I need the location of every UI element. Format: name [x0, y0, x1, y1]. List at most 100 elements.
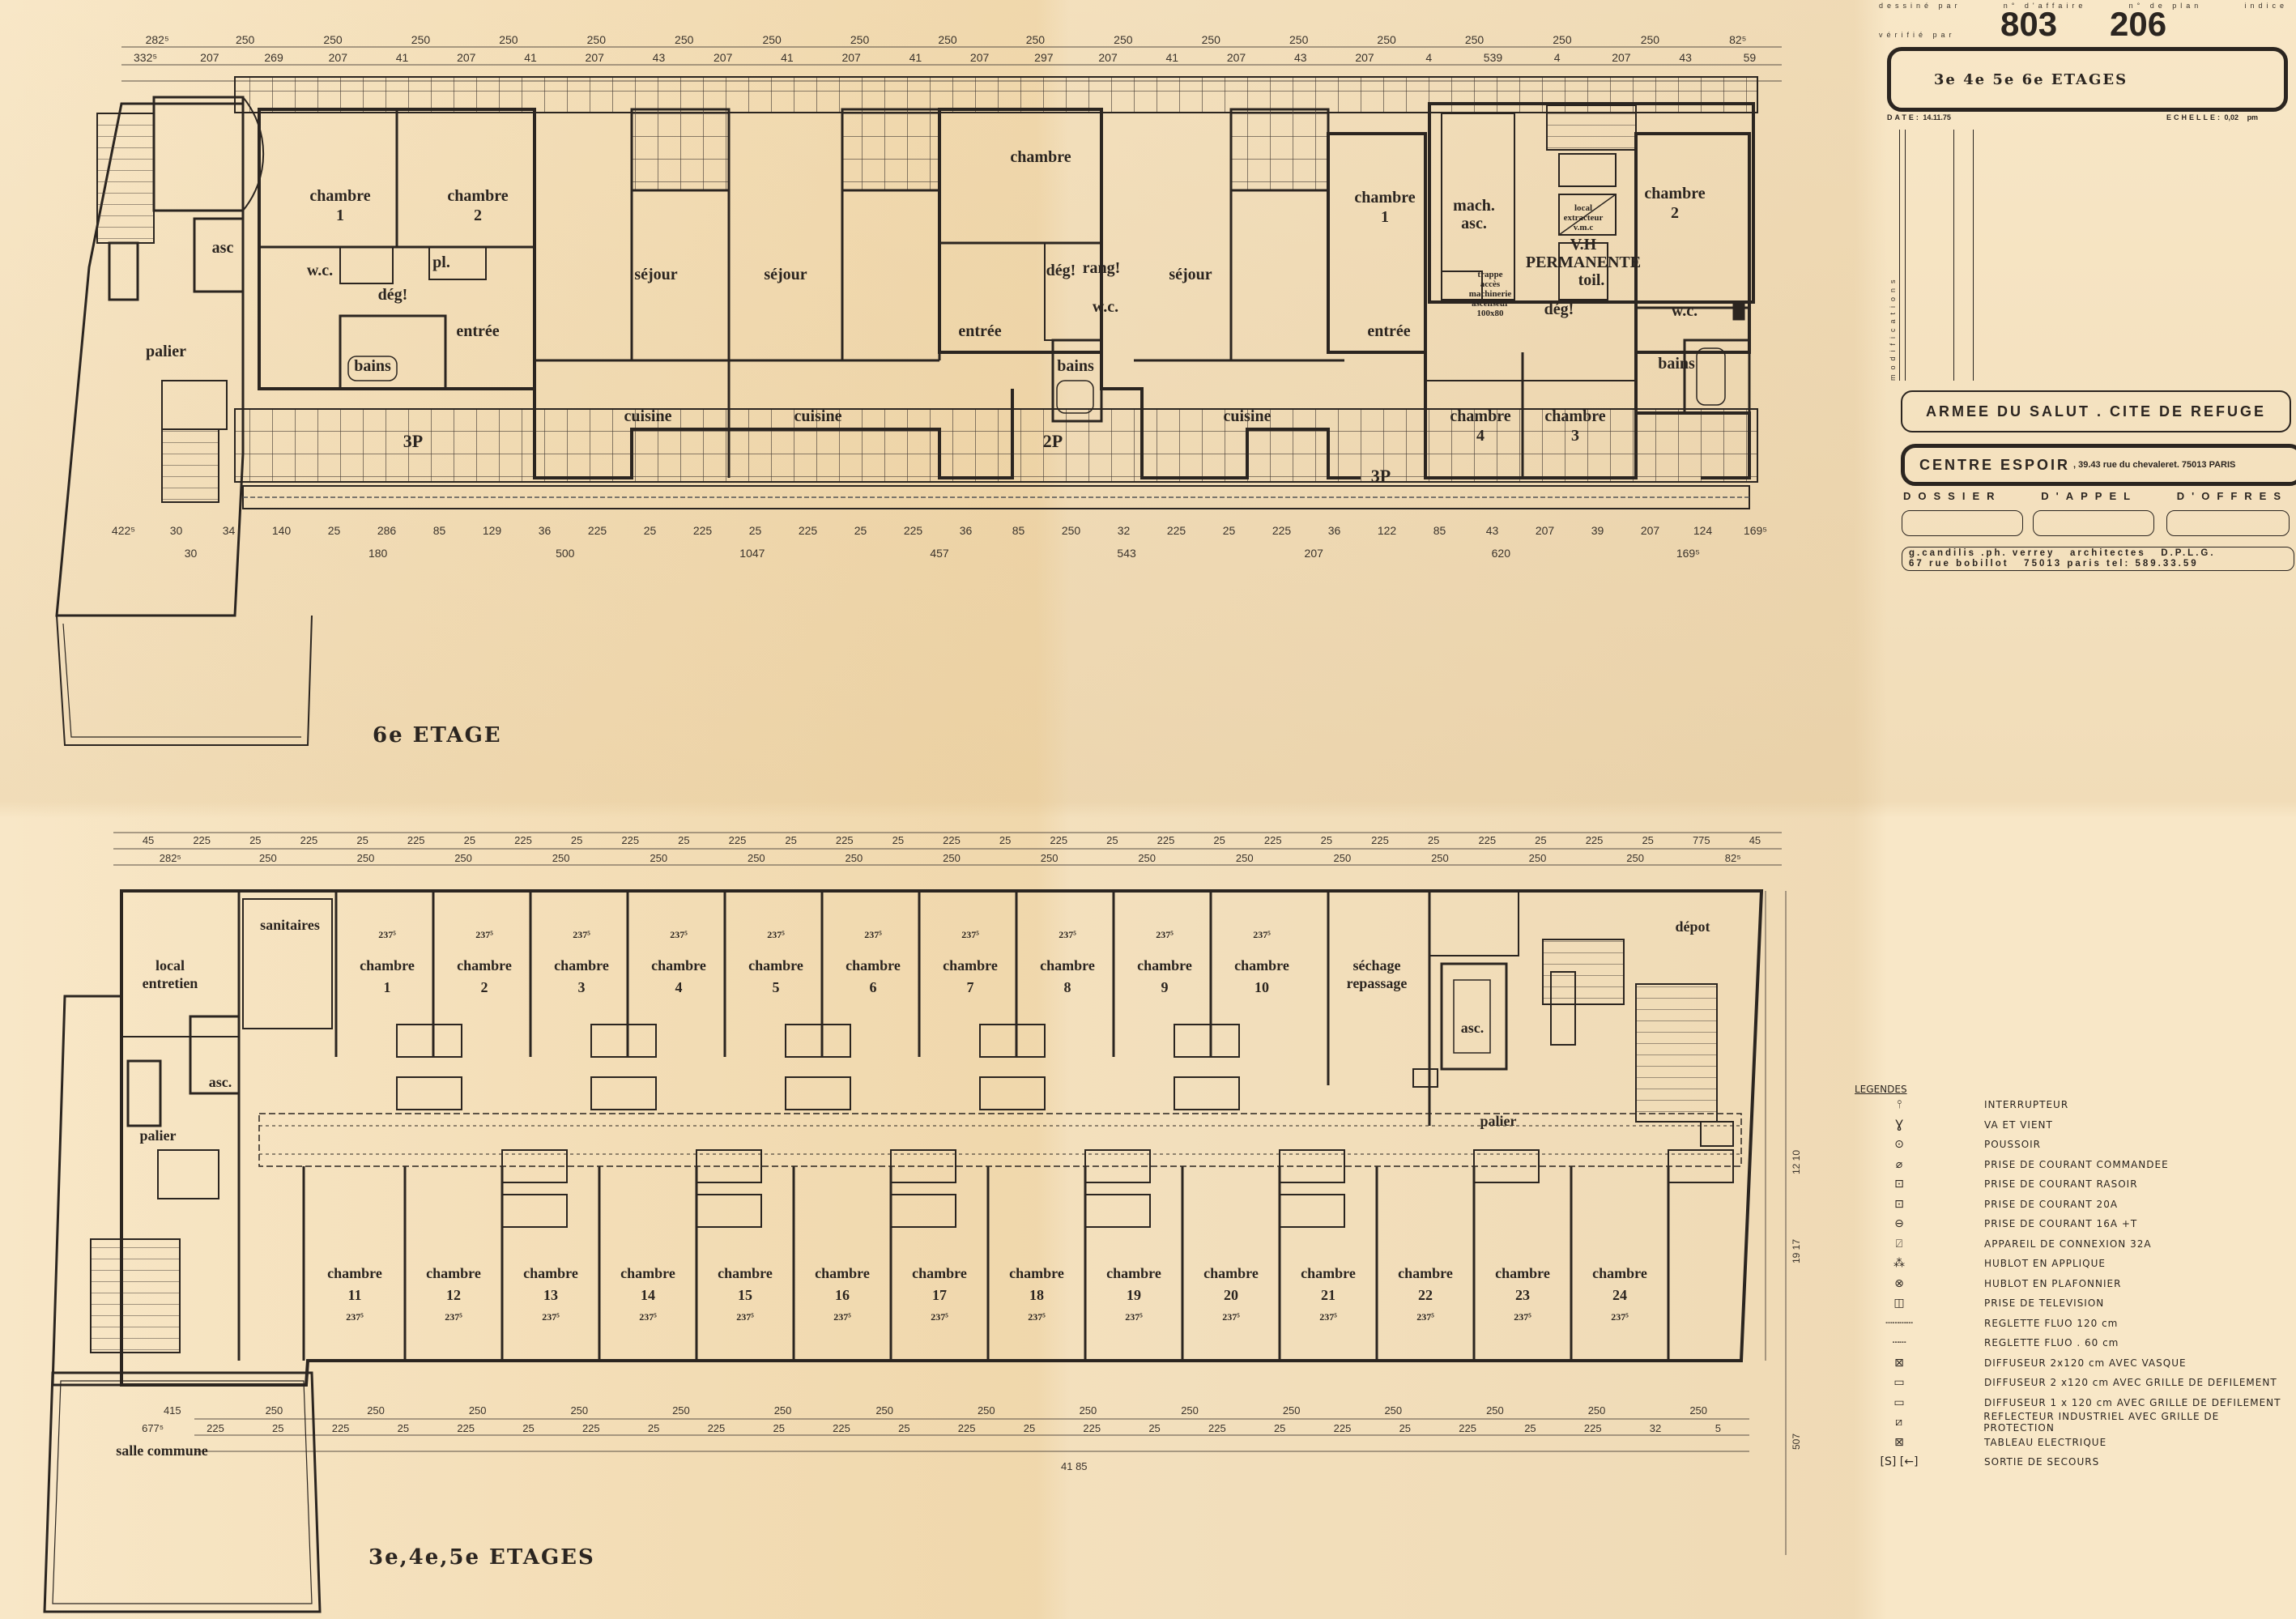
dimension-value: 225	[1371, 834, 1389, 846]
room-label-palier_e: palier	[1480, 1113, 1517, 1129]
dimension-value: 415	[164, 1404, 181, 1417]
label-n-plan: n° de plan	[2128, 2, 2203, 10]
room-depth: 237⁵	[833, 1311, 851, 1323]
room-label: toil.	[1578, 271, 1605, 289]
prise-commandee-icon: ⌀	[1895, 1157, 1903, 1171]
dimension-value: 225	[799, 524, 818, 537]
room-label-line: accès	[1480, 279, 1501, 289]
dimension-value: 225	[514, 834, 532, 846]
overall-length-dimension: 41 85	[1061, 1460, 1088, 1472]
legend-item: ⊙POUSSOIR	[1855, 1135, 2292, 1155]
dimension-value: 25	[1148, 1422, 1160, 1434]
dimension-value: 207	[714, 51, 733, 64]
tableau-electrique-icon: ⊠	[1894, 1435, 1904, 1449]
dimension-value: 250	[748, 852, 765, 864]
room-label-asc: asc.	[209, 1074, 232, 1090]
dimension-value: 207	[200, 51, 219, 64]
dimension-value: 250	[323, 33, 343, 46]
unit-type-marker: 3P	[403, 431, 423, 451]
room-number: 16	[835, 1287, 850, 1303]
legend-label: PRISE DE COURANT COMMANDEE	[1984, 1158, 2169, 1170]
dimension-value: 250	[1431, 852, 1449, 864]
modif-line	[1973, 130, 1974, 381]
dimension-value: 129	[483, 524, 502, 537]
room-depth: 237⁵	[1059, 929, 1076, 940]
room-number: 8	[1064, 979, 1071, 995]
dimension-value: 250	[1641, 33, 1660, 46]
dimension-value: 250	[1181, 1404, 1199, 1417]
dimension-value: 250	[1334, 852, 1352, 864]
dimension-value: 225	[1208, 1422, 1226, 1434]
room-number: 24	[1612, 1287, 1627, 1303]
dimension-value: 25	[749, 524, 762, 537]
room-label: chambre	[1644, 185, 1705, 202]
dimension-value: 25	[773, 1422, 784, 1434]
floor-title-6e-etage: 6e ETAGE	[373, 723, 502, 748]
room-number: 5	[773, 979, 780, 995]
legend-item: ▭DIFFUSEUR 2 x120 cm AVEC GRILLE DE DEFI…	[1855, 1373, 2292, 1393]
room-label: chambre	[718, 1265, 773, 1281]
room-number: 1	[336, 207, 344, 224]
room-label: palier	[146, 343, 186, 360]
unit-type-marker: 3P	[1371, 466, 1391, 486]
label-verifie-par: vérifié par	[1879, 31, 1956, 39]
dossier-row: DOSSIER D'APPEL D'OFFRES	[1903, 490, 2288, 502]
room-number: 21	[1321, 1287, 1335, 1303]
room-label: séjour	[634, 266, 677, 283]
dimension-value: 34	[223, 524, 236, 537]
room-depth: 237⁵	[736, 1311, 754, 1323]
room-label: dég!	[1046, 262, 1076, 279]
room-label: entrée	[1367, 322, 1410, 340]
floor-title-3e-4e-5e-etages: 3e,4e,5e ETAGES	[368, 1545, 595, 1570]
dimension-value: 225	[332, 1422, 350, 1434]
legend-item: ⊗ HUBLOT EN PLAFONNIER	[1855, 1274, 2292, 1294]
room-label-line: machinerie	[1469, 289, 1512, 299]
dimension-value: 250	[774, 1404, 792, 1417]
dimension-value: 207	[970, 51, 990, 64]
room-depth: 237⁵	[931, 1311, 948, 1323]
project-address: , 39.43 rue du chevaleret. 75013 PARIS	[2073, 460, 2236, 470]
room-label: chambre	[309, 187, 370, 205]
room-label: chambre	[523, 1265, 578, 1281]
legend-item: ┄┄┄┄REGLETTE FLUO 120 cm	[1855, 1314, 2292, 1334]
legend-label: PRISE DE COURANT 16A +T	[1984, 1218, 2138, 1230]
dimension-value: 5	[1715, 1422, 1721, 1434]
legend-item: ⧄REFLECTEUR INDUSTRIEL AVEC GRILLE DE PR…	[1855, 1411, 2292, 1434]
side-dimension-2: 19 17	[1791, 1239, 1802, 1263]
dimension-value: 25	[272, 1422, 283, 1434]
room-label-depot: dépot	[1675, 918, 1710, 935]
hublot-plafonnier-icon: ⊗	[1894, 1276, 1904, 1290]
modif-line	[1899, 130, 1900, 381]
legend-item: ⫯INTERRUPTEUR	[1855, 1095, 2292, 1115]
plan-3e-4e-5e-etages	[43, 832, 1787, 1613]
dimension-value: 250	[1384, 1404, 1402, 1417]
room-label: chambre	[1592, 1265, 1647, 1281]
dimension-value: 25	[356, 834, 368, 846]
dimension-value: 543	[1117, 547, 1136, 560]
room-label: rang!	[1083, 259, 1121, 277]
legend-label: HUBLOT EN PLAFONNIER	[1984, 1277, 2122, 1289]
room-label: chambre	[1203, 1265, 1259, 1281]
dimension-value: 180	[368, 547, 388, 560]
legend-label: REGLETTE FLUO 120 cm	[1984, 1317, 2119, 1329]
room-label: w.c.	[1672, 302, 1698, 320]
hublot-applique-icon: ⁂	[1893, 1257, 1905, 1271]
dimension-value: 225	[729, 834, 747, 846]
dimension-value: 250	[1377, 33, 1396, 46]
room-number: 3	[578, 979, 586, 995]
dimension-value: 30	[170, 524, 183, 537]
dimension-value: 250	[357, 852, 375, 864]
dimension-value: 250	[411, 33, 431, 46]
dimension-value: 25	[1428, 834, 1439, 846]
dimension-value: 250	[672, 1404, 690, 1417]
legend-label: INTERRUPTEUR	[1984, 1099, 2069, 1111]
dimension-value: 4	[1425, 51, 1432, 64]
room-number: 2	[1671, 204, 1679, 222]
room-depth: 237⁵	[346, 1311, 364, 1323]
dimension-value: 225	[1459, 1422, 1476, 1434]
room-label: chambre	[748, 957, 803, 974]
